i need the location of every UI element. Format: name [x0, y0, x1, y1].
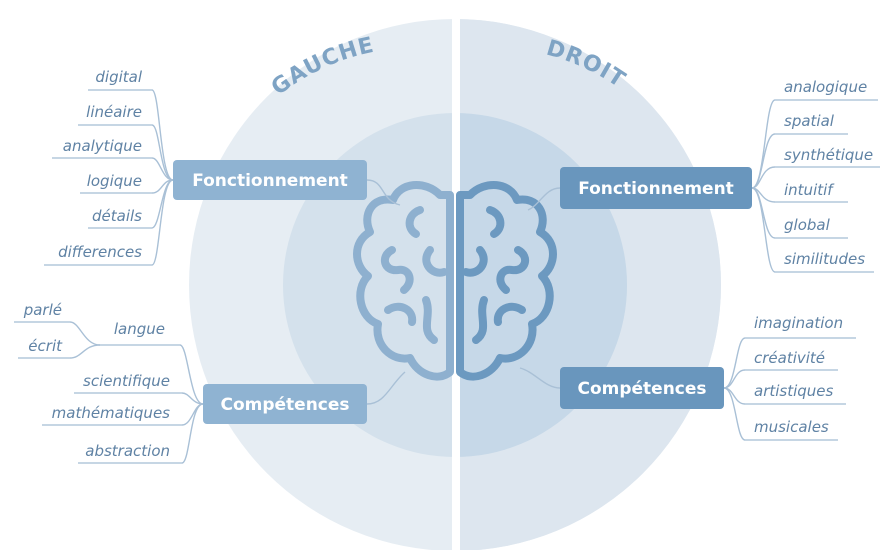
leaf-similitudes: similitudes [784, 250, 865, 268]
leaf-mathematiques: mathématiques [52, 404, 171, 422]
left-competences-box: Compétences [203, 384, 367, 424]
right-competences-items: imagination créativité artistiques music… [754, 314, 843, 436]
leaf-musicales: musicales [754, 418, 829, 436]
leaf-ecrit: écrit [28, 337, 63, 355]
left-competences-items: langue scientifique mathématiques abstra… [23, 301, 170, 460]
left-underlines [14, 89, 182, 464]
leaf-synthetique: synthétique [784, 146, 873, 164]
leaf-artistiques: artistiques [754, 382, 834, 400]
left-fonctionnement-label: Fonctionnement [192, 171, 348, 191]
leaf-details: détails [92, 207, 142, 225]
right-connectors [519, 99, 776, 441]
leaf-abstraction: abstraction [85, 442, 170, 460]
left-connectors [69, 89, 406, 464]
leaf-analogique: analogique [784, 78, 867, 96]
left-fonctionnement-box: Fonctionnement [173, 160, 367, 200]
leaf-global: global [784, 216, 831, 234]
brain-right-hemisphere-icon [456, 181, 557, 381]
leaf-imagination: imagination [754, 314, 843, 332]
right-fonctionnement-items: analogique spatial synthétique intuitif … [784, 78, 873, 268]
right-competences-label: Compétences [577, 379, 706, 399]
right-fonctionnement-box: Fonctionnement [560, 167, 752, 209]
left-fonctionnement-items: digital linéaire analytique logique déta… [58, 68, 143, 261]
leaf-spatial: spatial [784, 112, 835, 130]
right-competences-box: Compétences [560, 367, 724, 409]
left-competences-label: Compétences [220, 395, 349, 415]
brain-left-hemisphere-icon [353, 181, 454, 381]
leaf-langue: langue [114, 320, 165, 338]
leaf-intuitif: intuitif [784, 181, 835, 199]
leaf-parle: parlé [23, 301, 62, 319]
leaf-creativite: créativité [754, 349, 825, 367]
leaf-logique: logique [87, 172, 142, 190]
leaf-digital: digital [95, 68, 142, 86]
right-underlines [745, 99, 880, 441]
leaf-differences: differences [58, 243, 142, 261]
leaf-lineaire: linéaire [86, 103, 142, 121]
right-fonctionnement-label: Fonctionnement [578, 179, 734, 199]
leaf-analytique: analytique [63, 137, 142, 155]
leaf-scientifique: scientifique [83, 372, 170, 390]
